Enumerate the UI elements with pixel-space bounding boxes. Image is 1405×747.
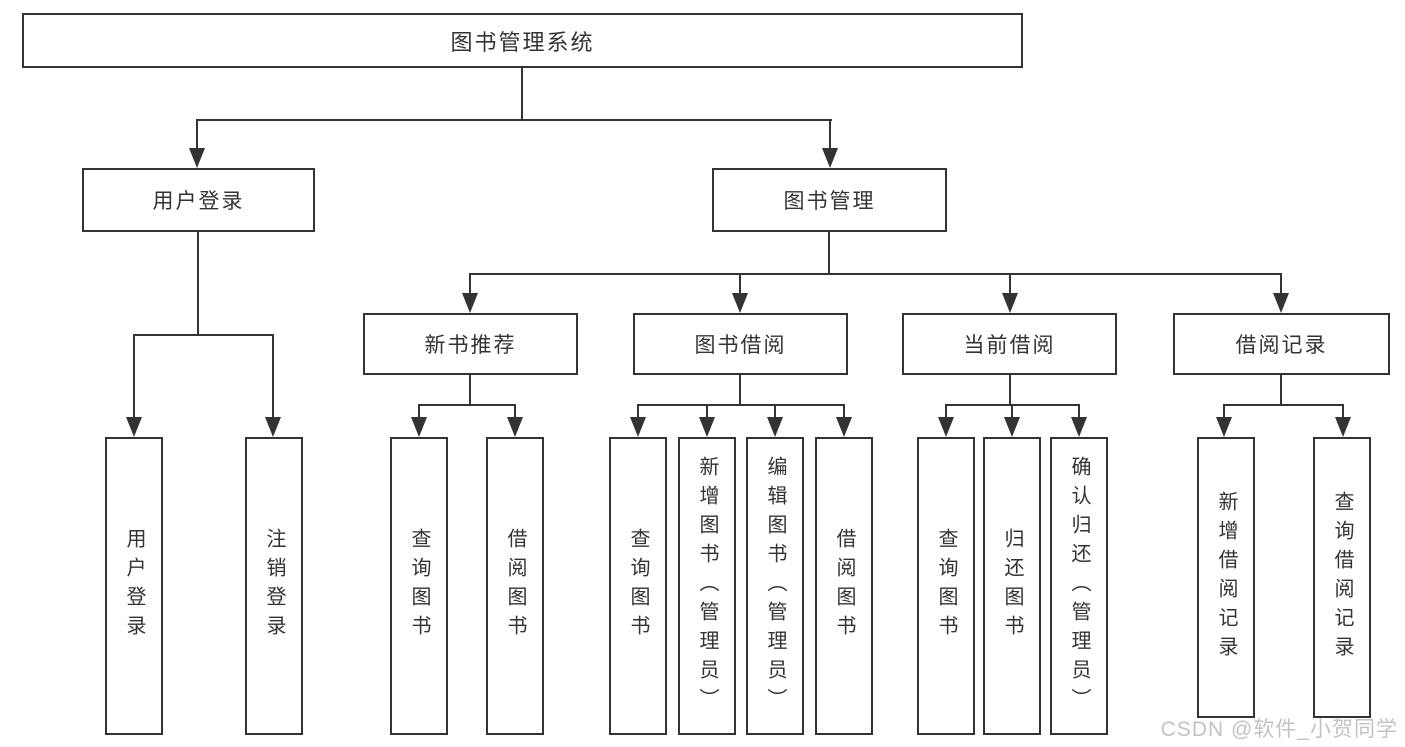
leaf-add-books-admin: 新增图书（管理员） [678,437,736,735]
connector-current-borrow-stem [1009,375,1011,406]
connector-root-rail [196,119,832,121]
node-borrow-records-label: 借阅记录 [1235,334,1328,357]
connector-user-login-stem [197,232,199,336]
arrow-level3-shaft [1009,273,1011,295]
node-book-management: 图书管理 [712,168,947,232]
arrow-down-icon [630,417,646,437]
node-book-management-label: 图书管理 [783,190,876,213]
leaf-add-borrow-record: 新增借阅记录 [1197,437,1255,718]
leaf-query-books-current-label: 查询图书 [935,528,957,644]
leaf-query-books-borrow-label: 查询图书 [627,528,649,644]
arrow-user-login-shaft [196,119,198,151]
arrow-leaf-shaft [843,404,845,419]
leaf-confirm-return-admin: 确认归还（管理员） [1050,437,1108,735]
connector-user-login-rail [133,334,274,336]
arrow-down-icon [836,417,852,437]
arrow-down-icon [189,148,205,168]
arrow-level3-shaft [469,273,471,295]
connector-book-borrow-rail [637,404,845,406]
leaf-edit-books-admin-label: 编辑图书（管理员） [764,455,786,717]
arrow-leaf-shaft [133,334,135,419]
connector-book-management-rail [469,273,1282,275]
leaf-query-books-recommend: 查询图书 [390,437,448,735]
arrow-down-icon [822,148,838,168]
node-library-management-system-label: 图书管理系统 [450,29,595,55]
arrow-leaf-shaft [272,334,274,419]
arrow-level3-shaft [1280,273,1282,295]
leaf-query-books-current: 查询图书 [917,437,975,735]
leaf-borrow-books-recommend-label: 借阅图书 [504,528,526,644]
arrow-leaf-shaft [774,404,776,419]
csdn-watermark: CSDN @软件_小贺同学 [1160,718,1398,741]
arrow-leaf-shaft [1342,404,1344,419]
arrow-down-icon [1071,417,1087,437]
node-borrow-records: 借阅记录 [1173,313,1390,375]
arrow-down-icon [732,293,748,313]
arrow-leaf-shaft [1078,404,1080,419]
connector-new-book-rail [418,404,516,406]
leaf-borrow-books: 借阅图书 [815,437,873,735]
leaf-confirm-return-admin-label: 确认归还（管理员） [1068,455,1090,717]
arrow-down-icon [507,417,523,437]
arrow-down-icon [265,417,281,437]
leaf-return-books-label: 归还图书 [1001,528,1023,644]
leaf-add-books-admin-label: 新增图书（管理员） [696,455,718,717]
leaf-query-borrow-record-label: 查询借阅记录 [1331,490,1353,665]
node-new-book-recommend: 新书推荐 [363,313,578,375]
connector-borrow-records-stem [1280,375,1282,406]
arrow-book-management-shaft [829,119,831,151]
node-book-borrow-label: 图书借阅 [694,334,787,357]
arrow-down-icon [411,417,427,437]
arrow-leaf-shaft [418,404,420,419]
leaf-logout: 注销登录 [245,437,303,735]
node-user-login-label: 用户登录 [152,190,245,213]
leaf-logout-label: 注销登录 [263,528,285,644]
arrow-down-icon [699,417,715,437]
node-book-borrow: 图书借阅 [633,313,848,375]
connector-book-borrow-stem [739,375,741,406]
leaf-return-books: 归还图书 [983,437,1041,735]
arrow-down-icon [126,417,142,437]
arrow-down-icon [938,417,954,437]
arrow-level3-shaft [739,273,741,295]
leaf-user-login-label: 用户登录 [123,528,145,644]
arrow-down-icon [1335,417,1351,437]
leaf-query-books-borrow: 查询图书 [609,437,667,735]
arrow-leaf-shaft [514,404,516,419]
arrow-leaf-shaft [945,404,947,419]
leaf-query-borrow-record: 查询借阅记录 [1313,437,1371,718]
connector-book-management-stem [828,232,830,275]
node-current-borrow-label: 当前借阅 [963,334,1056,357]
leaf-query-books-recommend-label: 查询图书 [408,528,430,644]
arrow-down-icon [1004,417,1020,437]
arrow-leaf-shaft [637,404,639,419]
leaf-edit-books-admin: 编辑图书（管理员） [746,437,804,735]
arrow-down-icon [1273,293,1289,313]
connector-new-book-stem [469,375,471,406]
leaf-borrow-books-label: 借阅图书 [833,528,855,644]
arrow-leaf-shaft [1011,404,1013,419]
node-new-book-recommend-label: 新书推荐 [424,334,517,357]
arrow-leaf-shaft [1223,404,1225,419]
node-library-management-system: 图书管理系统 [22,13,1023,68]
leaf-add-borrow-record-label: 新增借阅记录 [1215,490,1237,665]
arrow-down-icon [1216,417,1232,437]
node-current-borrow: 当前借阅 [902,313,1117,375]
connector-root-stem [521,68,523,120]
leaf-user-login: 用户登录 [105,437,163,735]
arrow-leaf-shaft [706,404,708,419]
arrow-down-icon [767,417,783,437]
connector-borrow-records-rail [1223,404,1344,406]
arrow-down-icon [1002,293,1018,313]
node-user-login: 用户登录 [82,168,315,232]
arrow-down-icon [462,293,478,313]
leaf-borrow-books-recommend: 借阅图书 [486,437,544,735]
